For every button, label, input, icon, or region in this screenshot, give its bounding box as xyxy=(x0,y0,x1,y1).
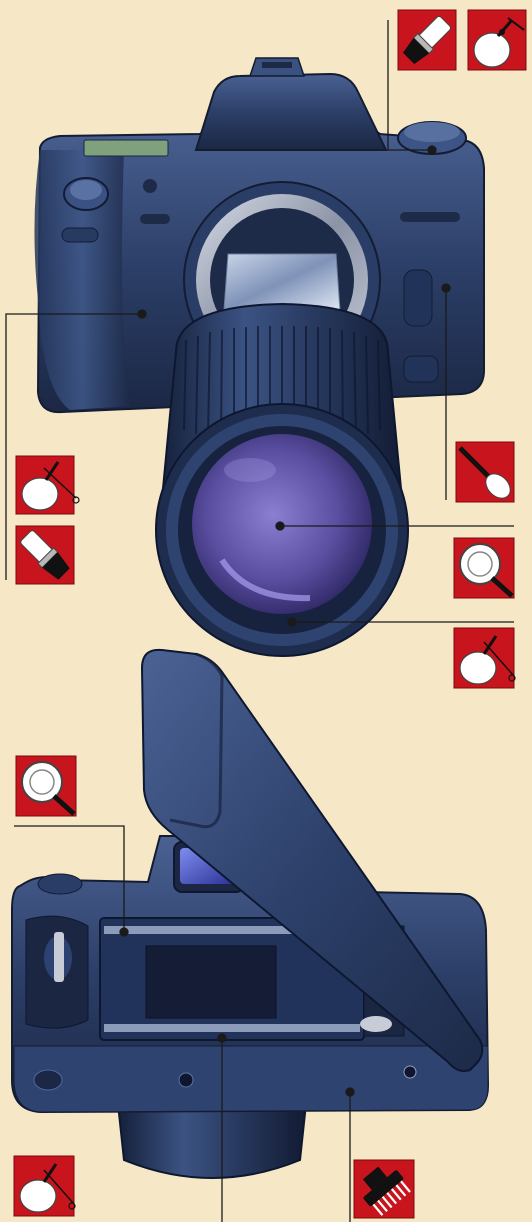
camera-back-view xyxy=(12,650,488,1178)
camera-front-view xyxy=(34,58,484,656)
air-blower-icon xyxy=(454,628,515,688)
bristle-brush-icon xyxy=(354,1159,414,1218)
brush-icon xyxy=(398,10,456,70)
lens-barrel-back xyxy=(118,1104,306,1178)
magnifier-icon xyxy=(454,538,514,598)
prism-housing xyxy=(196,74,386,150)
reflex-mirror xyxy=(224,254,340,310)
air-blower-icon xyxy=(14,1156,75,1216)
brush-icon xyxy=(16,526,74,584)
shutter-curtain xyxy=(146,946,276,1018)
air-blower-icon xyxy=(16,456,79,514)
air-blower-icon xyxy=(468,10,526,70)
cotton-swab-icon xyxy=(456,442,515,503)
magnifier-icon xyxy=(16,756,76,816)
top-lcd xyxy=(84,140,168,156)
